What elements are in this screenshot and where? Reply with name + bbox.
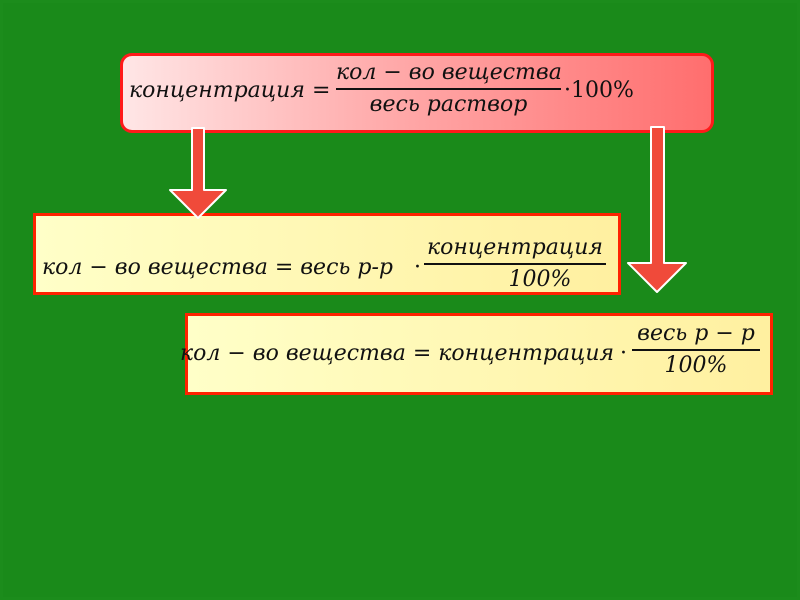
top-fraction: кол − во вещества весь раствор	[336, 60, 562, 117]
mid-fraction: концентрация 100%	[424, 235, 606, 292]
bot-fraction-bar	[632, 349, 760, 351]
top-multiplier: ·100%	[564, 78, 634, 103]
top-numerator: кол − во вещества	[336, 60, 562, 85]
top-lhs-text: концентрация	[129, 78, 305, 103]
top-equals-sign: =	[312, 78, 331, 103]
mid-dot: ·	[414, 255, 421, 280]
substance-amount-formula-box-2	[185, 313, 773, 395]
left-down-arrow	[169, 127, 227, 219]
mid-denominator: 100%	[508, 266, 572, 292]
mid-fraction-bar	[424, 263, 606, 265]
bot-lhs-text: кол − во вещества = концентрация	[180, 341, 615, 366]
mid-lhs-text: кол − во вещества = весь р-р	[42, 255, 393, 280]
bot-numerator: весь р − р	[637, 321, 755, 346]
mid-numerator: концентрация	[427, 235, 603, 260]
top-denominator: весь раствор	[369, 91, 528, 117]
bot-dot: ·	[620, 341, 627, 366]
concentration-formula-box	[120, 53, 714, 133]
bot-fraction: весь р − р 100%	[632, 321, 760, 378]
right-down-arrow	[627, 126, 687, 293]
top-fraction-bar	[336, 88, 561, 90]
bot-denominator: 100%	[664, 352, 728, 378]
substance-amount-formula-box-1	[33, 213, 621, 295]
